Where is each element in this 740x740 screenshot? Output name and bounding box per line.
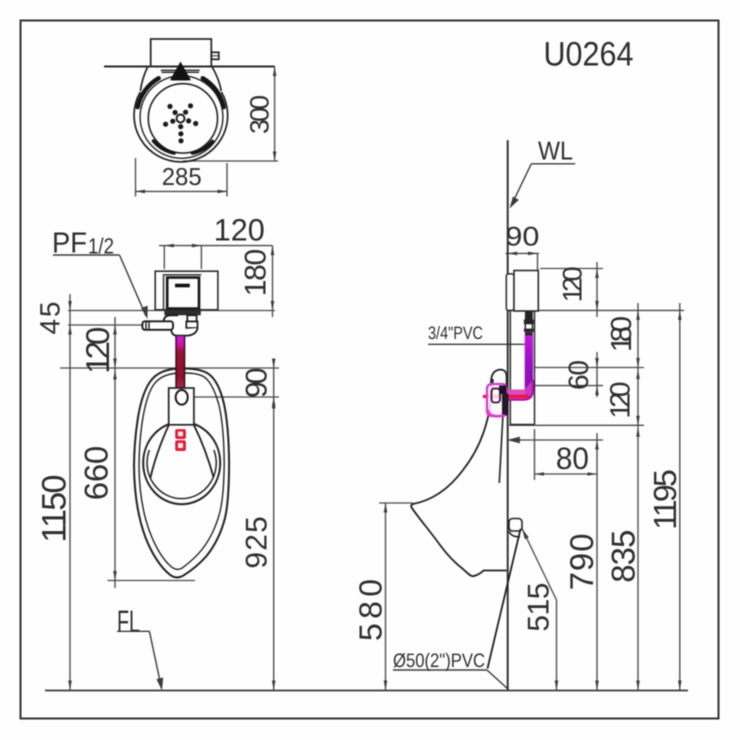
svg-text:285: 285 — [162, 164, 202, 191]
svg-text:U0264: U0264 — [544, 36, 634, 74]
svg-text:WL: WL — [538, 136, 573, 166]
svg-text:660: 660 — [78, 446, 115, 501]
svg-text:1195: 1195 — [647, 469, 683, 530]
svg-text:515: 515 — [523, 583, 556, 632]
svg-text:Ø50(2")PVC: Ø50(2")PVC — [393, 650, 485, 672]
svg-text:835: 835 — [605, 530, 642, 583]
svg-text:580: 580 — [353, 579, 389, 641]
svg-text:45: 45 — [35, 302, 66, 335]
svg-text:90: 90 — [241, 368, 274, 399]
svg-text:1/2: 1/2 — [88, 234, 114, 259]
svg-text:300: 300 — [244, 95, 274, 134]
svg-text:180: 180 — [606, 316, 638, 352]
svg-text:925: 925 — [241, 516, 274, 569]
svg-text:120: 120 — [79, 327, 116, 374]
svg-text:790: 790 — [563, 533, 600, 590]
svg-text:90: 90 — [505, 222, 539, 252]
svg-text:120: 120 — [214, 212, 265, 247]
svg-text:60: 60 — [563, 360, 594, 390]
svg-text:1150: 1150 — [36, 475, 74, 543]
svg-text:120: 120 — [605, 382, 636, 419]
svg-text:80: 80 — [556, 441, 589, 476]
svg-text:120: 120 — [557, 266, 587, 302]
svg-text:180: 180 — [240, 249, 273, 297]
svg-text:PF: PF — [52, 228, 87, 260]
svg-text:FL: FL — [117, 604, 140, 639]
svg-text:3/4"PVC: 3/4"PVC — [428, 323, 483, 343]
